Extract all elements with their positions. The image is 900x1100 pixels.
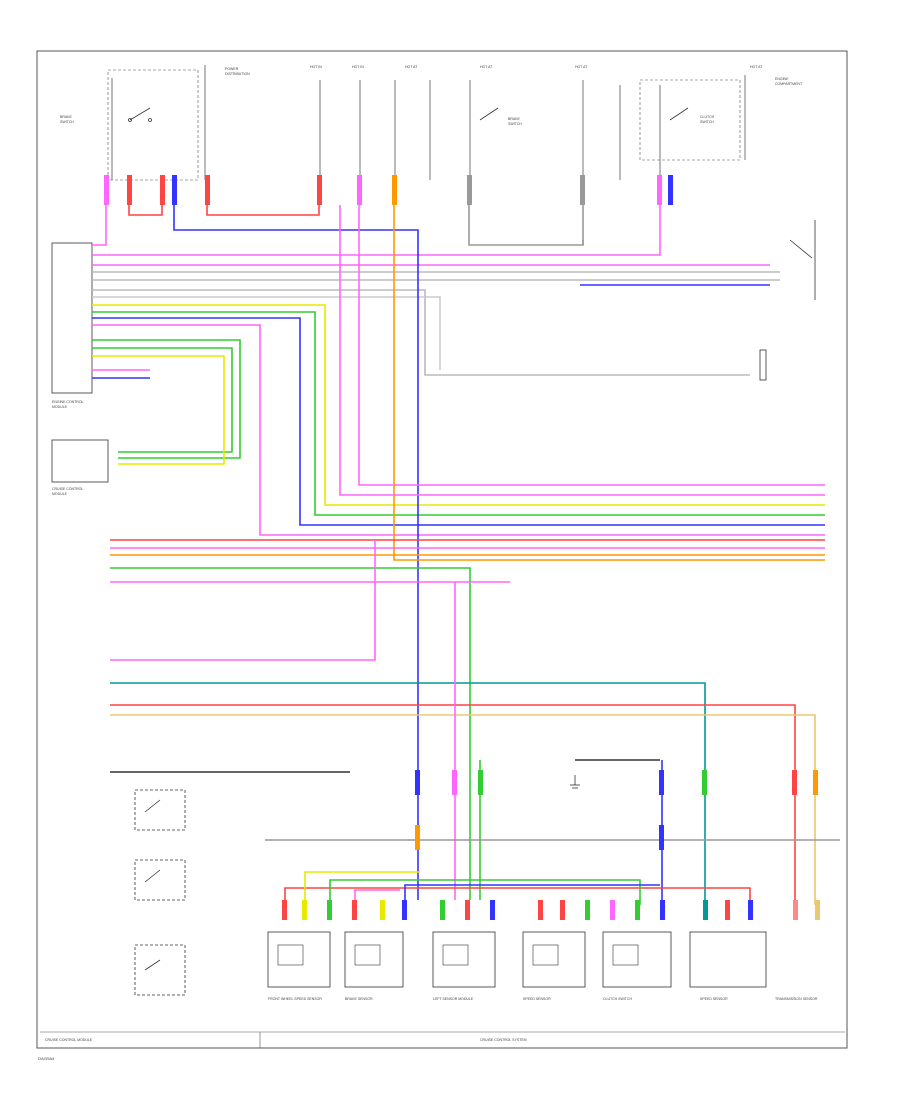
wire-bundle	[92, 205, 825, 905]
module-label-4: SPEED SENSOR	[523, 997, 551, 1001]
svg-text:HOT AT: HOT AT	[480, 65, 493, 69]
connector-icon	[104, 175, 673, 205]
bottom-left-label: CRUISE CONTROL MODULE	[45, 1038, 93, 1042]
section-dividers	[40, 1031, 845, 1048]
svg-text:HOT IN: HOT IN	[310, 65, 322, 69]
diagram-frame	[36, 50, 848, 1049]
svg-text:SWITCH: SWITCH	[60, 120, 74, 124]
svg-text:SWITCH: SWITCH	[700, 120, 714, 124]
module-bus	[265, 839, 840, 905]
fuse-lines	[111, 65, 746, 180]
brake-switch-housing	[107, 69, 199, 181]
svg-text:COMPARTMENT: COMPARTMENT	[775, 82, 803, 86]
page-code: DIAGRAM	[38, 1057, 54, 1061]
module-icon	[267, 931, 767, 988]
module-connectors	[282, 770, 820, 920]
left-switches	[134, 789, 186, 996]
svg-text:HOT IN: HOT IN	[352, 65, 364, 69]
clutch-switch-housing	[639, 79, 741, 161]
svg-text:SWITCH: SWITCH	[508, 122, 522, 126]
svg-text:CRUISE CONTROL: CRUISE CONTROL	[52, 487, 83, 491]
svg-text:BRAKE: BRAKE	[508, 117, 521, 121]
svg-text:HOT AT: HOT AT	[575, 65, 588, 69]
module-label-5: CLUTCH SWITCH	[603, 997, 632, 1001]
module-label-3: LEFT SENSOR MODULE	[433, 997, 474, 1001]
module-label-7: TRANSMISSION SENSOR	[775, 997, 818, 1001]
svg-text:ENGINE CONTROL: ENGINE CONTROL	[52, 400, 84, 404]
module-label-1: FRONT WHEEL SPEED SENSOR	[268, 997, 322, 1001]
module-label-6: SPEED SENSOR	[700, 997, 728, 1001]
module-label-2: BRAKE SENSOR	[345, 997, 373, 1001]
module-row: FRONT WHEEL SPEED SENSOR BRAKE SENSOR LE…	[267, 931, 818, 1001]
switch-icon	[128, 107, 689, 122]
svg-text:MODULE: MODULE	[52, 492, 68, 496]
svg-text:POWER: POWER	[225, 67, 239, 71]
relay-icon	[759, 220, 816, 381]
bottom-center-label: CRUISE CONTROL SYSTEM	[480, 1038, 527, 1042]
svg-text:HOT AT: HOT AT	[750, 65, 763, 69]
top-components: BRAKE SWITCH POWER DISTRIBUTION HOT IN H…	[60, 65, 803, 205]
ground-icon	[570, 775, 580, 789]
svg-text:HOT AT: HOT AT	[405, 65, 418, 69]
svg-text:ENGINE: ENGINE	[775, 77, 789, 81]
svg-text:MODULE: MODULE	[52, 405, 68, 409]
svg-text:CLUTCH: CLUTCH	[700, 115, 715, 119]
svg-text:BRAKE: BRAKE	[60, 115, 73, 119]
svg-text:DISTRIBUTION: DISTRIBUTION	[225, 72, 250, 76]
